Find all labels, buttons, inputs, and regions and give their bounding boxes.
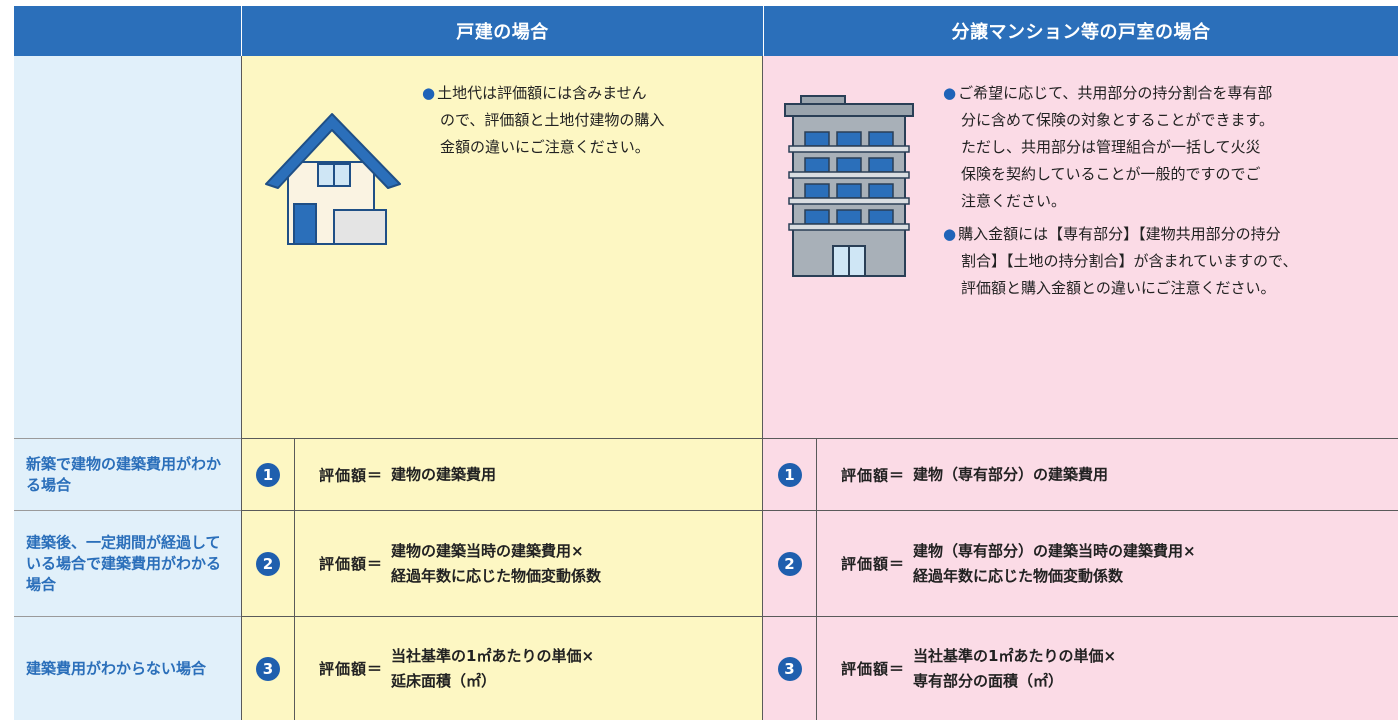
formula-rhs-line: 建物の建築費用 bbox=[391, 465, 497, 483]
note-line: ので、評価額と土地付建物の購入 bbox=[440, 111, 665, 129]
number-cell: 1 bbox=[241, 438, 294, 510]
number-cell: 1 bbox=[763, 438, 816, 510]
detached-formula-cell: 評価額＝ 建物の建築当時の建築費用× 経過年数に応じた物価変動係数 bbox=[294, 510, 763, 616]
formula: 評価額＝ 建物の建築費用 bbox=[319, 462, 496, 487]
row-label: 建築後、一定期間が経過している場合で建築費用がわかる場合 bbox=[26, 533, 222, 593]
row-label: 新築で建物の建築費用がわかる場合 bbox=[26, 454, 222, 494]
formula: 評価額＝ 当社基準の1㎡あたりの単価× 専有部分の面積（㎡） bbox=[841, 644, 1116, 694]
number-badge-icon: 2 bbox=[256, 551, 280, 576]
condo-formula-cell: 評価額＝ 建物（専有部分）の建築費用 bbox=[816, 438, 1398, 510]
formula: 評価額＝ 建物の建築当時の建築費用× 経過年数に応じた物価変動係数 bbox=[319, 539, 601, 589]
formula-lhs: 評価額＝ bbox=[319, 660, 384, 678]
house-icon bbox=[265, 113, 401, 245]
formula-lhs: 評価額＝ bbox=[841, 660, 906, 678]
formula-rhs-line: 延床面積（㎡） bbox=[391, 671, 497, 690]
row-label-cell: 新築で建物の建築費用がわかる場合 bbox=[14, 438, 241, 510]
number-cell: 3 bbox=[241, 616, 294, 720]
formula-lhs: 評価額＝ bbox=[319, 466, 384, 484]
formula-rhs-line: 建物の建築当時の建築費用× bbox=[391, 541, 584, 560]
note-line: 分に含めて保険の対象とすることができます。 bbox=[961, 111, 1275, 129]
formula-rhs-line: 当社基準の1㎡あたりの単価× bbox=[913, 646, 1117, 665]
bullet-icon: ● bbox=[943, 84, 957, 102]
note-line: ご希望に応じて、共用部分の持分割合を専有部 bbox=[958, 84, 1273, 102]
note-line: 評価額と購入金額との違いにご注意ください。 bbox=[961, 279, 1276, 297]
number-cell: 2 bbox=[763, 510, 816, 616]
condo-building-icon bbox=[784, 95, 914, 277]
number-cell: 2 bbox=[241, 510, 294, 616]
condo-note: ● ご希望に応じて、共用部分の持分割合を専有部 分に含めて保険の対象とすることが… bbox=[943, 80, 1297, 302]
header-condo-label: 分譲マンション等の戸室の場合 bbox=[951, 22, 1211, 43]
formula-rhs-line: 当社基準の1㎡あたりの単価× bbox=[391, 646, 595, 665]
note-line: 金額の違いにご注意ください。 bbox=[440, 138, 650, 156]
condo-formula-cell: 評価額＝ 当社基準の1㎡あたりの単価× 専有部分の面積（㎡） bbox=[816, 616, 1398, 720]
formula-rhs-line: 建物（専有部分）の建築費用 bbox=[913, 465, 1109, 483]
formula: 評価額＝ 建物（専有部分）の建築当時の建築費用× 経過年数に応じた物価変動係数 bbox=[841, 539, 1196, 589]
number-cell: 3 bbox=[763, 616, 816, 720]
formula-rhs-line: 建物（専有部分）の建築当時の建築費用× bbox=[913, 541, 1196, 560]
condo-notes-cell: ● ご希望に応じて、共用部分の持分割合を専有部 分に含めて保険の対象とすることが… bbox=[763, 56, 1398, 438]
detached-formula-cell: 評価額＝ 建物の建築費用 bbox=[294, 438, 763, 510]
formula-lhs: 評価額＝ bbox=[841, 555, 906, 573]
note-line: 割合】【土地の持分割合】が含まれていますので、 bbox=[961, 252, 1298, 270]
note-line: ただし、共用部分は管理組合が一括して火災 bbox=[961, 138, 1261, 156]
number-badge-icon: 1 bbox=[256, 462, 280, 487]
row-label-cell: 建築後、一定期間が経過している場合で建築費用がわかる場合 bbox=[14, 510, 241, 616]
detached-notes-cell: ● 土地代は評価額には含みません ので、評価額と土地付建物の購入 金額の違いにご… bbox=[241, 56, 763, 438]
formula-rhs-line: 経過年数に応じた物価変動係数 bbox=[913, 566, 1124, 585]
note-line: 購入金額には【専有部分】【建物共用部分の持分 bbox=[958, 225, 1281, 243]
formula-rhs-line: 経過年数に応じた物価変動係数 bbox=[391, 566, 602, 585]
condo-formula-cell: 評価額＝ 建物（専有部分）の建築当時の建築費用× 経過年数に応じた物価変動係数 bbox=[816, 510, 1398, 616]
row-label-cell: 建築費用がわからない場合 bbox=[14, 616, 241, 720]
note-line: 保険を契約していることが一般的ですのでご bbox=[961, 165, 1261, 183]
formula-lhs: 評価額＝ bbox=[319, 555, 384, 573]
header-blank bbox=[14, 6, 241, 56]
formula-lhs: 評価額＝ bbox=[841, 466, 906, 484]
formula: 評価額＝ 当社基準の1㎡あたりの単価× 延床面積（㎡） bbox=[319, 644, 594, 694]
formula: 評価額＝ 建物（専有部分）の建築費用 bbox=[841, 462, 1108, 487]
valuation-table: 戸建の場合 分譲マンション等の戸室の場合 ● 土地代は評価額には含みません ので… bbox=[14, 6, 1398, 720]
header-detached: 戸建の場合 bbox=[241, 6, 763, 56]
detached-note: ● 土地代は評価額には含みません ので、評価額と土地付建物の購入 金額の違いにご… bbox=[422, 80, 664, 161]
number-badge-icon: 1 bbox=[777, 462, 802, 487]
formula-rhs-line: 専有部分の面積（㎡） bbox=[913, 671, 1064, 690]
number-badge-icon: 2 bbox=[777, 551, 802, 576]
note-line: 土地代は評価額には含みません bbox=[437, 84, 647, 102]
bullet-icon: ● bbox=[422, 84, 436, 102]
number-badge-icon: 3 bbox=[256, 656, 280, 681]
header-detached-label: 戸建の場合 bbox=[456, 22, 549, 43]
bullet-icon: ● bbox=[943, 225, 957, 243]
header-condo: 分譲マンション等の戸室の場合 bbox=[763, 6, 1398, 56]
note-line: 注意ください。 bbox=[961, 192, 1067, 210]
number-badge-icon: 3 bbox=[777, 656, 802, 681]
row-label: 建築費用がわからない場合 bbox=[26, 659, 207, 677]
side-top-blank bbox=[14, 56, 241, 438]
detached-formula-cell: 評価額＝ 当社基準の1㎡あたりの単価× 延床面積（㎡） bbox=[294, 616, 763, 720]
